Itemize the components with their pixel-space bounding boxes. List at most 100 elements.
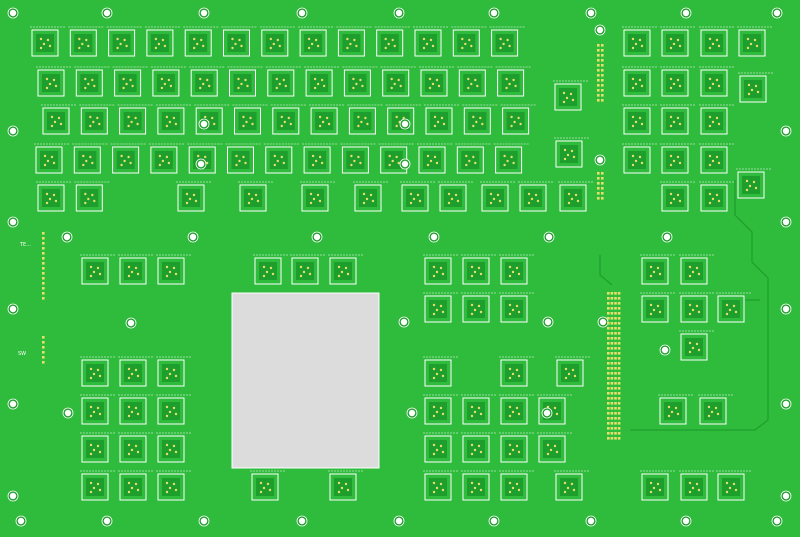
- solder-pad: [511, 448, 515, 452]
- footprint-outline: [254, 257, 282, 285]
- key-switch-footprint: [118, 254, 154, 285]
- solder-pad: [96, 116, 99, 120]
- solder-pad: [464, 42, 467, 46]
- key-switch-footprint: [156, 356, 192, 387]
- solder-pad: [432, 265, 436, 269]
- solder-pad: [536, 199, 540, 203]
- key-switch-footprint: [658, 394, 694, 425]
- mounting-hole-icon: [101, 7, 113, 19]
- hole-drill: [773, 517, 781, 525]
- mounting-hole-icon: [488, 515, 500, 527]
- footprint-outline: [119, 435, 147, 463]
- solder-pad: [715, 78, 719, 82]
- solder-pad: [505, 86, 508, 90]
- footprint-pad-area: [124, 262, 142, 280]
- solder-pad: [508, 44, 511, 48]
- footprint-outline: [491, 29, 519, 57]
- solder-pad: [123, 38, 126, 42]
- solder-pad: [435, 270, 439, 274]
- solder-pad: [39, 37, 43, 41]
- footprint-outline: [69, 29, 97, 57]
- solder-pad: [127, 367, 131, 371]
- footprint-outline: [75, 69, 103, 97]
- solder-pad: [688, 312, 692, 316]
- key-switch-footprint: [298, 26, 335, 57]
- solder-pad: [649, 303, 653, 307]
- solder-pad: [397, 78, 400, 82]
- header-pin: [617, 322, 621, 325]
- hole-drill: [544, 318, 552, 326]
- footprint-pad-area: [429, 300, 447, 318]
- footprint-pad-area: [429, 440, 447, 458]
- hole-drill: [401, 160, 409, 168]
- solder-pad: [479, 310, 483, 314]
- solder-pad: [697, 348, 701, 352]
- solder-pad: [54, 84, 58, 88]
- key-switch-footprint: [148, 143, 185, 174]
- solder-pad: [465, 154, 468, 158]
- solder-pad: [515, 304, 519, 308]
- header-pin: [601, 44, 604, 47]
- solder-pad: [634, 82, 638, 86]
- footprint-outline: [700, 29, 728, 57]
- footprint-pad-area: [380, 34, 399, 52]
- solder-pad: [299, 265, 303, 269]
- solder-pad: [708, 86, 712, 90]
- solder-pad: [508, 481, 512, 485]
- header-pin: [610, 347, 614, 350]
- solder-pad: [447, 192, 451, 196]
- header-pin: [617, 377, 621, 380]
- solder-pad: [747, 92, 751, 96]
- solder-pad: [390, 86, 393, 90]
- solder-pad: [477, 482, 481, 486]
- footprint-outline: [458, 69, 486, 97]
- solder-pad: [517, 272, 521, 276]
- header-pin: [607, 407, 610, 410]
- key-switch-footprint: [41, 104, 77, 135]
- footprint-outline: [177, 184, 205, 212]
- mounting-hole-icon: [62, 407, 74, 419]
- mounting-hole-icon: [661, 231, 673, 243]
- solder-pad: [669, 124, 673, 128]
- header-pin: [610, 312, 614, 315]
- hole-drill: [127, 319, 135, 327]
- key-switch-footprint: [457, 66, 494, 97]
- solder-pad: [511, 270, 515, 274]
- solder-pad: [192, 193, 196, 197]
- key-switch-footprint: [353, 181, 389, 212]
- key-switch-footprint: [340, 143, 377, 174]
- hole-drill: [490, 9, 498, 17]
- solder-pad: [432, 490, 436, 494]
- footprint-pad-area: [722, 300, 740, 318]
- hole-drill: [596, 156, 604, 164]
- footprint-pad-area: [646, 262, 664, 280]
- solder-pad: [289, 122, 292, 126]
- solder-pad: [185, 192, 189, 196]
- solder-pad: [502, 42, 505, 46]
- footprint-pad-area: [501, 74, 520, 92]
- solder-pad: [481, 122, 484, 126]
- solder-pad: [116, 37, 119, 41]
- solder-pad: [479, 412, 483, 416]
- solder-pad: [98, 122, 101, 126]
- footprint-pad-area: [162, 402, 180, 420]
- solder-pad: [163, 82, 167, 86]
- solder-pad: [450, 197, 454, 201]
- header-pin: [617, 392, 621, 395]
- key-switch-footprint: [555, 356, 591, 387]
- solder-pad: [672, 82, 676, 86]
- header-pin: [614, 337, 617, 340]
- footprint-outline: [680, 473, 708, 501]
- solder-pad: [282, 161, 285, 165]
- solder-pad: [710, 410, 714, 414]
- hole-drill: [587, 9, 595, 17]
- footprint-pad-area: [116, 151, 135, 169]
- header-pin: [42, 232, 45, 235]
- hole-drill: [9, 127, 17, 135]
- footprint-pad-area: [80, 74, 99, 92]
- header-pin: [614, 292, 617, 295]
- solder-pad: [251, 122, 254, 126]
- solder-pad: [510, 155, 513, 159]
- footprint-pad-area: [467, 262, 485, 280]
